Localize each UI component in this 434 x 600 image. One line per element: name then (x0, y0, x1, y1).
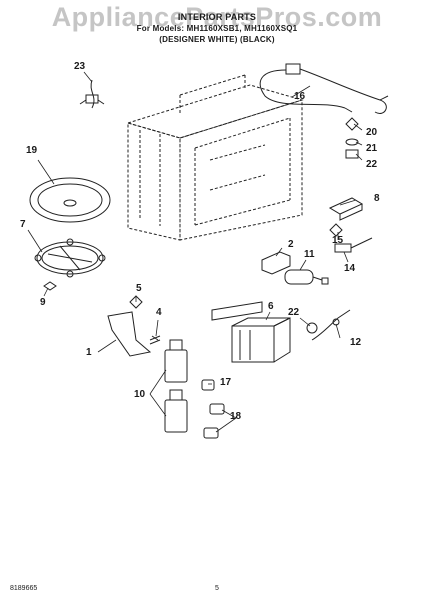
part-10-interlock-switch (164, 339, 188, 433)
callout-20: 20 (366, 127, 378, 138)
callout-7: 7 (20, 219, 26, 230)
part-6-transformer (211, 301, 291, 363)
callout-21: 21 (366, 143, 378, 154)
part-7-roller-ring (34, 238, 106, 278)
callout-10: 10 (134, 389, 146, 400)
part-22-screw-b (306, 322, 318, 334)
part-21-washer (345, 138, 359, 146)
part-20-screw (345, 117, 359, 131)
part-5-screw (129, 295, 143, 309)
callout-23: 23 (74, 61, 86, 72)
part-17-actuator (201, 379, 215, 391)
callout-18: 18 (230, 411, 242, 422)
part-1-latch-bracket (107, 311, 152, 357)
callout-11: 11 (304, 249, 315, 260)
part-23-wire-harness (79, 79, 105, 109)
callout-15: 15 (332, 235, 344, 246)
callout-4: 4 (156, 307, 162, 318)
callout-12: 12 (350, 337, 362, 348)
part-14-thermal-fuse (334, 237, 373, 253)
part-19-turntable-tray (29, 177, 111, 223)
callout-14: 14 (344, 263, 356, 274)
callout-16: 16 (294, 91, 306, 102)
color-list: (DESIGNER WHITE) (BLACK) (159, 35, 275, 44)
part-2-bracket (261, 251, 291, 275)
callout-9: 9 (40, 297, 46, 308)
part-18-switch-holder (203, 403, 225, 439)
part-22-nut (345, 149, 359, 159)
part-11-capacitor (284, 269, 329, 285)
footer-page-number: 5 (215, 585, 219, 592)
callout-19: 19 (26, 145, 38, 156)
callout-22b: 22 (288, 307, 300, 318)
footer-doc-code: 8189665 (10, 585, 38, 592)
watermark-text: AppliancePartsPros.com (51, 2, 383, 32)
model-list: For Models: MH1160XSB1, MH1160XSQ1 (136, 24, 298, 33)
callout-1: 1 (86, 347, 92, 358)
callout-2: 2 (288, 239, 294, 250)
callout-22: 22 (366, 159, 378, 170)
leader-lines (27, 71, 363, 433)
part-16-power-cord (259, 63, 389, 114)
callout-5: 5 (136, 283, 142, 294)
part-15-screw (329, 223, 343, 237)
callout-17: 17 (220, 377, 232, 388)
callout-6: 6 (268, 301, 274, 312)
part-8-bracket (328, 197, 364, 221)
callout-8: 8 (374, 193, 380, 204)
part-12-diode (311, 309, 351, 341)
oven-cavity (126, 74, 304, 241)
part-9-coupler (43, 281, 57, 291)
part-4-spring (149, 335, 161, 345)
diagram-title: INTERIOR PARTS (177, 12, 257, 22)
